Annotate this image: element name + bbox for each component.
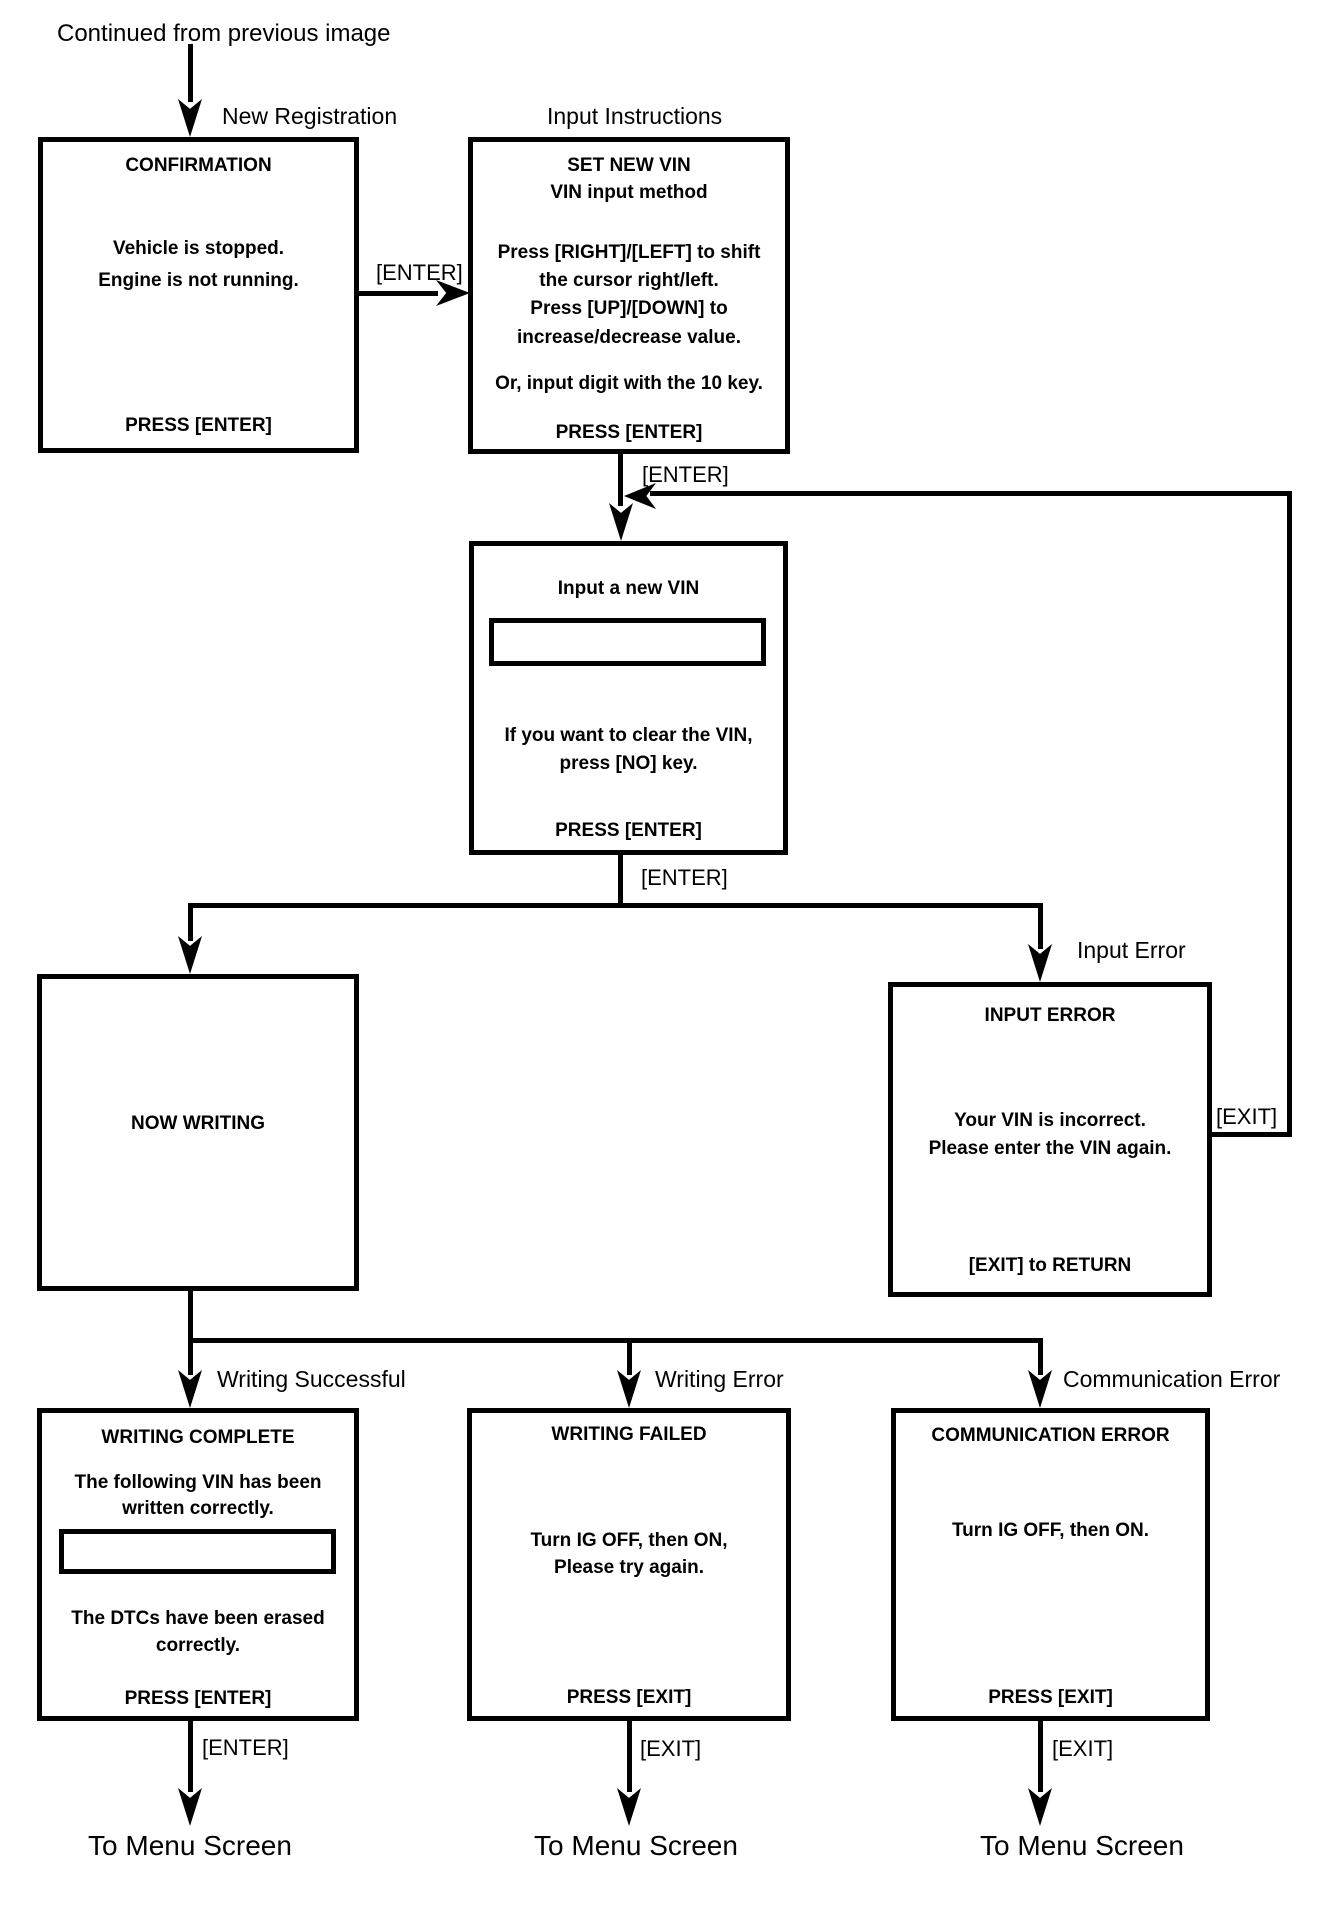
node-line: The DTCs have been erased (71, 1608, 325, 1629)
node-line: the cursor right/left. (539, 270, 719, 291)
connector-exit-feedback (1210, 1132, 1292, 1137)
edge-label-exit: [EXIT] (1052, 1736, 1114, 1761)
node-line: The following VIN has been (74, 1472, 322, 1493)
arrowhead-down-icon (1028, 944, 1052, 982)
arrowhead-down-icon (178, 1788, 202, 1826)
terminal-menu-screen: To Menu Screen (88, 1830, 292, 1861)
edge-label-enter: [ENTER] (642, 462, 729, 487)
branch-label-input-error: Input Error (1077, 937, 1186, 963)
connector-instructions-down (618, 454, 623, 506)
continued-from-label: Continued from previous image (57, 20, 391, 47)
node-line: press [NO] key. (559, 753, 698, 774)
node-footer: [EXIT] to RETURN (968, 1255, 1132, 1276)
node-line: Please enter the VIN again. (928, 1138, 1172, 1159)
arrowhead-down-icon (178, 1370, 202, 1408)
vin-input-field (489, 618, 766, 666)
node-line: Press [UP]/[DOWN] to (530, 298, 728, 319)
connector-confirm-to-instructions (358, 291, 438, 296)
node-line: If you want to clear the VIN, (504, 725, 753, 746)
node-title: NOW WRITING (130, 1113, 266, 1134)
connector-feedback-top (650, 491, 1292, 496)
connector-comm-to-menu (1038, 1720, 1043, 1792)
branch-label-new-registration: New Registration (222, 103, 398, 129)
connector-branch-bottom (188, 1338, 1043, 1343)
arrowhead-down-icon (609, 503, 633, 541)
branch-label-writing-error: Writing Error (655, 1366, 784, 1392)
node-line: written correctly. (122, 1498, 274, 1519)
connector-failed-to-menu (627, 1720, 632, 1792)
node-title: COMMUNICATION ERROR (931, 1425, 1170, 1446)
node-footer: PRESS [ENTER] (124, 1688, 272, 1709)
arrowhead-down-icon (1028, 1788, 1052, 1826)
node-footer: PRESS [ENTER] (555, 820, 702, 841)
node-line: Vehicle is stopped. (112, 238, 285, 259)
connector-to-now-writing (188, 903, 193, 941)
edge-label-exit: [EXIT] (640, 1736, 702, 1761)
node-title: CONFIRMATION (125, 155, 272, 176)
connector-feedback-right (1287, 491, 1292, 1137)
flow-node-writing-complete: WRITING COMPLETE The following VIN has b… (37, 1408, 359, 1721)
node-line: Press [RIGHT]/[LEFT] to shift (497, 242, 761, 263)
arrowhead-left-icon (624, 483, 656, 509)
arrowhead-down-icon (1028, 1370, 1052, 1408)
node-title: WRITING COMPLETE (101, 1427, 295, 1448)
node-title: INPUT ERROR (984, 1005, 1116, 1026)
arrowhead-down-icon (178, 936, 202, 974)
edge-label-enter: [ENTER] (202, 1735, 289, 1760)
flow-node-input-vin: Input a new VIN If you want to clear the… (469, 541, 788, 855)
edge-label-enter: [ENTER] (376, 260, 463, 285)
branch-label-input-instructions: Input Instructions (547, 103, 723, 129)
connector-to-complete (188, 1338, 193, 1375)
node-line: Your VIN is incorrect. (954, 1110, 1146, 1131)
connector-to-input-error (1038, 903, 1043, 949)
flow-node-now-writing: NOW WRITING (37, 974, 359, 1291)
node-line: correctly. (155, 1635, 241, 1656)
connector-to-failed (627, 1338, 632, 1375)
node-line: increase/decrease value. (517, 327, 741, 348)
node-line: Turn IG OFF, then ON. (951, 1520, 1150, 1541)
node-title: WRITING FAILED (551, 1424, 707, 1445)
node-title: Input a new VIN (557, 578, 700, 599)
node-footer: PRESS [EXIT] (988, 1687, 1113, 1708)
flow-node-confirmation: CONFIRMATION Vehicle is stopped. Engine … (38, 137, 359, 453)
connector-to-comm-error (1038, 1338, 1043, 1375)
connector-branch-top (188, 903, 1043, 908)
node-subtitle: VIN input method (550, 182, 708, 203)
branch-label-writing-successful: Writing Successful (217, 1366, 406, 1392)
node-footer: PRESS [EXIT] (566, 1687, 692, 1708)
arrowhead-entry-icon (178, 99, 202, 137)
edge-label-enter: [ENTER] (641, 865, 728, 890)
node-line: Or, input digit with the 10 key. (495, 373, 763, 394)
flow-node-input-error: INPUT ERROR Your VIN is incorrect. Pleas… (888, 982, 1212, 1297)
connector-input-down (618, 854, 623, 906)
arrowhead-down-icon (617, 1788, 641, 1826)
terminal-menu-screen: To Menu Screen (980, 1830, 1184, 1861)
node-footer: PRESS [ENTER] (125, 415, 272, 436)
node-line: Turn IG OFF, then ON, (530, 1530, 728, 1551)
node-line: Please try again. (554, 1557, 704, 1578)
flow-node-writing-failed: WRITING FAILED Turn IG OFF, then ON, Ple… (467, 1408, 791, 1721)
branch-label-communication-error: Communication Error (1063, 1366, 1281, 1392)
flow-node-set-new-vin: SET NEW VIN VIN input method Press [RIGH… (468, 137, 790, 454)
node-line: Engine is not running. (98, 270, 299, 291)
connector-entry (188, 44, 193, 102)
vin-result-field (59, 1529, 336, 1574)
connector-complete-to-menu (188, 1720, 193, 1792)
arrowhead-down-icon (617, 1370, 641, 1408)
node-footer: PRESS [ENTER] (555, 422, 703, 443)
flow-node-communication-error: COMMUNICATION ERROR Turn IG OFF, then ON… (891, 1408, 1210, 1721)
edge-label-exit: [EXIT] (1216, 1104, 1278, 1129)
connector-writing-down (188, 1290, 193, 1340)
node-title: SET NEW VIN (567, 155, 691, 176)
terminal-menu-screen: To Menu Screen (534, 1830, 738, 1861)
